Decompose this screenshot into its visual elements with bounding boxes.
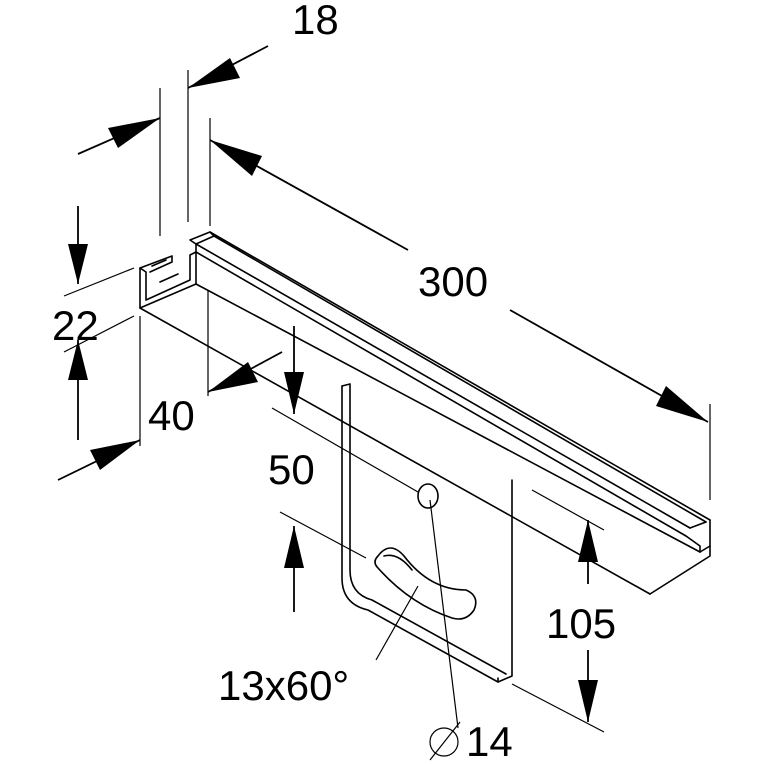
dim-channel-width (77, 45, 269, 236)
label-plate-height: 105 (546, 600, 616, 647)
label-hole: 14 (466, 718, 513, 764)
dim-channel-depth (57, 290, 283, 481)
label-channel-depth: 40 (148, 392, 195, 439)
label-slot: 13x60° (218, 662, 349, 709)
slot-icon (374, 547, 477, 620)
label-channel-length: 300 (418, 258, 488, 305)
hole-icon (417, 483, 439, 509)
callout-slot (375, 585, 419, 661)
label-channel-width: 18 (292, 0, 339, 43)
dim-channel-length (209, 118, 711, 500)
label-channel-height: 22 (52, 302, 99, 349)
channel-rail (139, 231, 711, 595)
callout-hole (429, 499, 461, 761)
mounting-plate (341, 383, 513, 683)
label-plate-offset: 50 (268, 446, 315, 493)
diameter-icon (429, 727, 459, 757)
dim-channel-height (63, 206, 135, 440)
dim-plate-offset (271, 326, 419, 612)
dim-plate-height (511, 489, 605, 733)
